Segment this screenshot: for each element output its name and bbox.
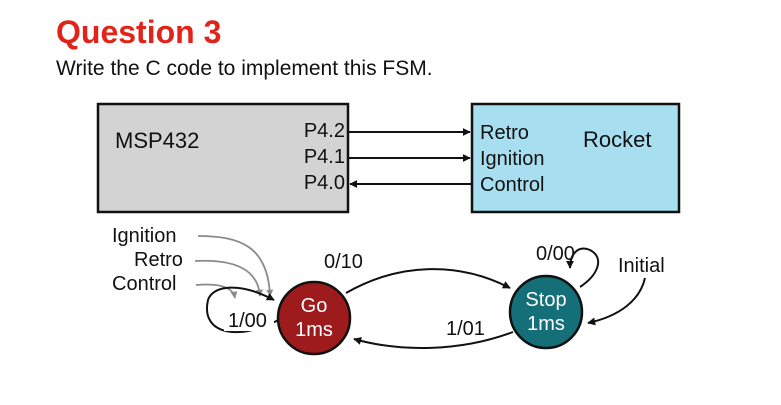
state-go-name: Go bbox=[301, 295, 328, 317]
mcu-block bbox=[96, 102, 350, 214]
state-stop-time: 1ms bbox=[527, 313, 565, 335]
input-legend-control: Control bbox=[112, 273, 176, 295]
transition-stop-to-go bbox=[353, 331, 514, 350]
signal-label-ignition: Ignition bbox=[480, 148, 545, 170]
mcu-label: MSP432 bbox=[115, 128, 199, 153]
port-label-p42: P4.2 bbox=[304, 120, 345, 142]
legend-pointer-control bbox=[195, 283, 238, 299]
signal-label-retro: Retro bbox=[480, 122, 529, 144]
label-stop-to-go: 1/01 bbox=[446, 318, 485, 340]
legend-pointer-retro bbox=[194, 259, 264, 297]
label-go-to-stop: 0/10 bbox=[324, 251, 363, 273]
label-bg-go-self bbox=[224, 309, 274, 331]
port-label-p40: P4.0 bbox=[304, 172, 345, 194]
input-legend-retro: Retro bbox=[134, 249, 183, 271]
label-go-self: 1/00 bbox=[228, 310, 267, 332]
state-stop-name: Stop bbox=[525, 289, 566, 311]
state-go-time: 1ms bbox=[295, 319, 333, 341]
initial-label: Initial bbox=[618, 255, 665, 277]
state-go bbox=[276, 280, 352, 356]
port-label-p41: P4.1 bbox=[304, 146, 345, 168]
transition-go-to-stop bbox=[345, 268, 511, 294]
signal-label-control: Control bbox=[480, 174, 544, 196]
legend-pointer-ignition bbox=[197, 235, 274, 297]
state-stop bbox=[508, 274, 584, 350]
question-prompt: Write the C code to implement this FSM. bbox=[56, 57, 433, 80]
question-title: Question 3 bbox=[56, 14, 222, 50]
rocket-block bbox=[470, 102, 681, 214]
input-legend-ignition: Ignition bbox=[112, 225, 177, 247]
label-stop-self: 0/00 bbox=[536, 243, 575, 265]
initial-arrow bbox=[587, 277, 646, 326]
transition-stop-self-loop bbox=[566, 247, 600, 288]
rocket-label: Rocket bbox=[583, 127, 651, 152]
